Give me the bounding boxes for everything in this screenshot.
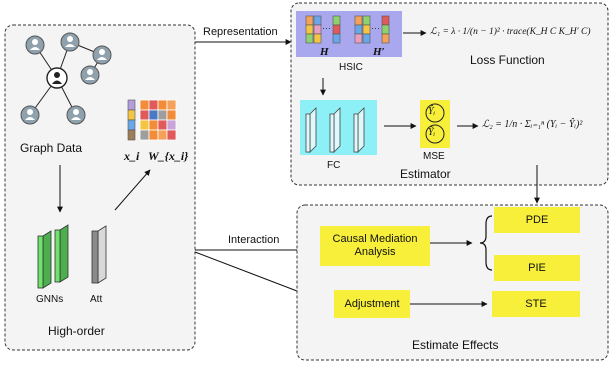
h-prime-label: H′: [373, 46, 385, 58]
att-to-weights-arrow: [114, 169, 151, 211]
estimate-effects-label: Estimate Effects: [412, 338, 499, 352]
yhat-label: Ŷᵢ: [428, 106, 436, 117]
adjustment-box: Adjustment: [334, 290, 410, 318]
ytilde-node: [425, 124, 445, 144]
graph-node: [60, 32, 80, 52]
graph-node: [92, 45, 112, 65]
pie-box: PIE: [494, 255, 580, 281]
estimator-label: Estimator: [400, 167, 451, 181]
causal-mediation-box: Causal Mediation Analysis: [320, 226, 430, 266]
loss-function-label: Loss Function: [470, 53, 545, 67]
high-order-label: High-order: [48, 324, 105, 338]
graph-node: [80, 65, 100, 85]
wxi-label: W_{x_i}: [148, 149, 189, 163]
h-representation: [305, 15, 341, 44]
att-label: Att: [90, 294, 103, 305]
graph-data-label: Graph Data: [20, 141, 83, 155]
xi-label: x_i: [124, 149, 140, 163]
graph-node: [66, 105, 86, 125]
feature-vector-xi: [127, 99, 136, 141]
graph-node: [25, 35, 45, 55]
fc-layers: [305, 107, 365, 153]
ytilde-label: Ỹᵢ: [428, 127, 436, 138]
attention-matrix: [139, 99, 177, 141]
effects-brace: [479, 215, 493, 271]
representation-label: Representation: [203, 26, 278, 38]
ste-box: STE: [492, 291, 580, 317]
loss1-formula: ℒ₁ = λ · 1/(n − 1)² · trace(K_H C K_H′ C…: [430, 27, 591, 37]
interaction-label: Interaction: [228, 234, 280, 246]
yhat-node: [425, 103, 445, 123]
loss2-formula: ℒ₂ = 1/n · Σᵢ₌₁ⁿ (Yᵢ − Ŷᵢ)²: [482, 119, 583, 130]
att-layer: [91, 225, 107, 284]
graph-node: [20, 105, 40, 125]
h-prime-representation: [354, 15, 390, 44]
h-dots: ···: [322, 23, 331, 33]
h-label: H: [320, 46, 329, 58]
fc-label: FC: [327, 160, 341, 171]
mse-label: MSE: [423, 151, 445, 162]
gnns-label: GNNs: [36, 294, 64, 305]
pde-box: PDE: [494, 207, 580, 233]
h-prime-dots: ···: [371, 23, 380, 33]
gnn-layers: [37, 224, 69, 289]
hsic-label: HSIC: [339, 62, 363, 73]
graph-node-center: [46, 67, 68, 89]
